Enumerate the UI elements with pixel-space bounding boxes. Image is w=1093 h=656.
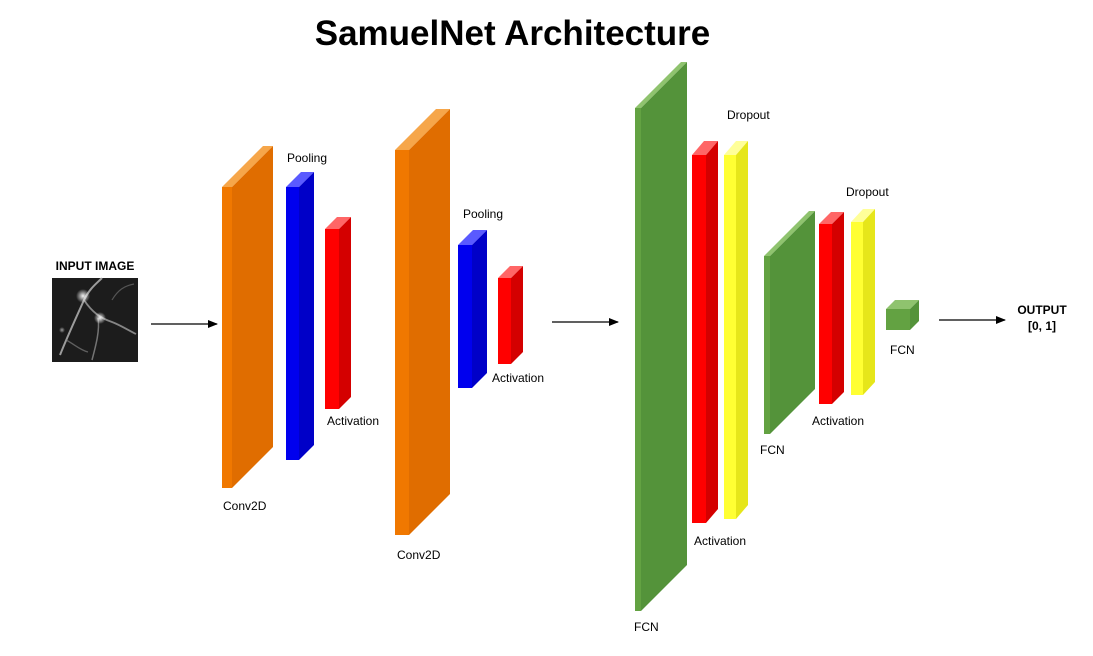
diagram-title: SamuelNet Architecture: [314, 14, 711, 53]
pooling-2-label: Pooling: [463, 207, 503, 221]
fcn-2-label: FCN: [760, 443, 785, 457]
dropout-2-label: Dropout: [846, 185, 889, 199]
activation-4-label: Activation: [812, 414, 864, 428]
conv2d-2-label: Conv2D: [397, 548, 441, 562]
activation-2-label: Activation: [492, 371, 544, 385]
fcn-layer-2: [764, 211, 815, 434]
dropout-layer-1: [724, 141, 748, 519]
pooling-layer-2: [458, 230, 487, 388]
output-range-label: [0, 1]: [1028, 319, 1056, 333]
pooling-layer-1: [286, 172, 314, 460]
conv2d-layer-2: [395, 109, 450, 535]
dropout-layer-2: [851, 209, 875, 395]
activation-1-label: Activation: [327, 414, 379, 428]
input-image-label: INPUT IMAGE: [56, 259, 135, 273]
conv2d-1-label: Conv2D: [223, 499, 267, 513]
pooling-1-label: Pooling: [287, 151, 327, 165]
activation-layer-1: [325, 217, 351, 409]
fcn-layer-1: [635, 62, 687, 611]
output-label: OUTPUT: [1017, 303, 1067, 317]
conv2d-layer-1: [222, 146, 273, 488]
input-image-thumbnail: [52, 277, 138, 362]
fcn-3-label: FCN: [890, 343, 915, 357]
fcn-1-label: FCN: [634, 620, 659, 634]
activation-layer-2: [498, 266, 523, 364]
activation-layer-3: [692, 141, 718, 523]
dropout-1-label: Dropout: [727, 108, 770, 122]
activation-3-label: Activation: [694, 534, 746, 548]
fcn-layer-3: [886, 300, 919, 330]
activation-layer-4: [819, 212, 844, 404]
